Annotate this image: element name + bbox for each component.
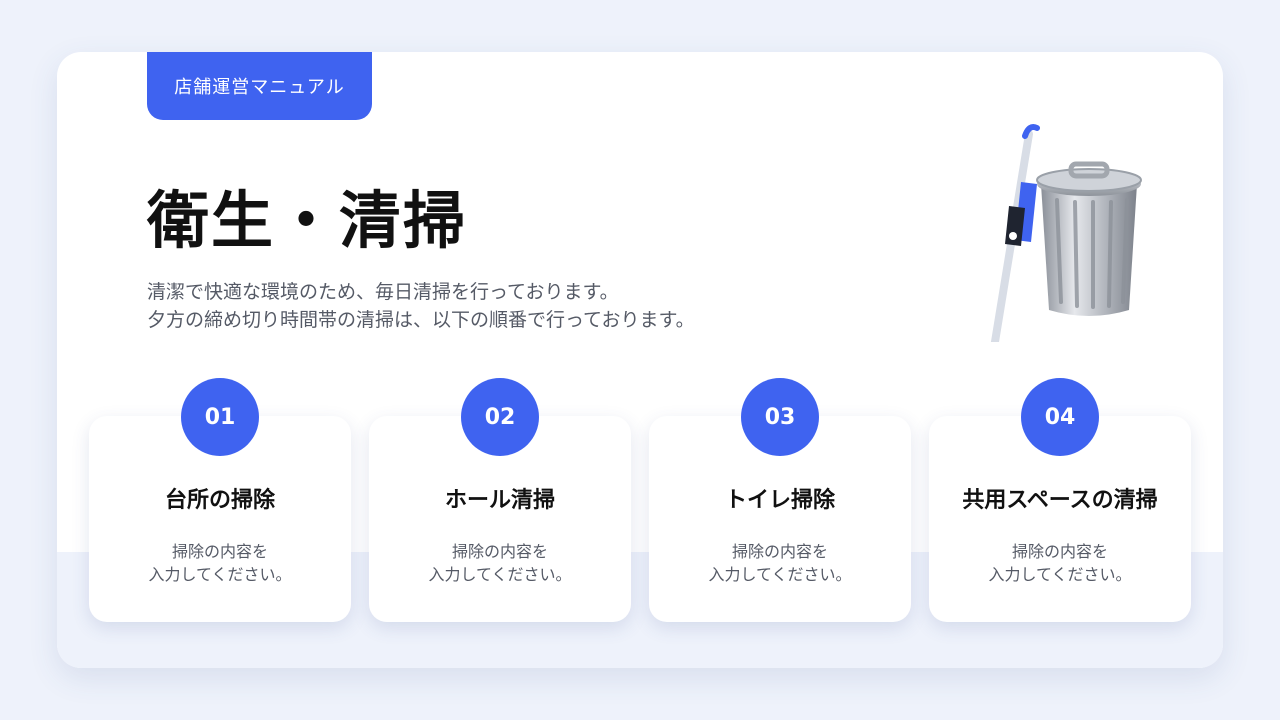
step-card-3: 03 トイレ掃除 掃除の内容を 入力してください。 (649, 378, 911, 622)
step-body-line-1: 掃除の内容を (451, 542, 548, 561)
step-title: トイレ掃除 (724, 488, 835, 513)
step-body: 掃除の内容を 入力してください。 (649, 540, 911, 586)
step-body-line-2: 入力してください。 (988, 565, 1132, 584)
step-body-line-1: 掃除の内容を (1011, 542, 1108, 561)
step-body-line-2: 入力してください。 (428, 565, 572, 584)
step-title: 台所の掃除 (164, 488, 275, 513)
step-body-line-1: 掃除の内容を (171, 542, 268, 561)
step-number-badge: 03 (741, 378, 819, 456)
step-number-badge: 04 (1021, 378, 1099, 456)
step-card-4: 04 共用スペースの清掃 掃除の内容を 入力してください。 (929, 378, 1191, 622)
step-number-badge: 01 (181, 378, 259, 456)
step-title: 共用スペースの清掃 (962, 488, 1158, 513)
step-body-line-2: 入力してください。 (148, 565, 292, 584)
step-body: 掃除の内容を 入力してください。 (369, 540, 631, 586)
step-body: 掃除の内容を 入力してください。 (89, 540, 351, 586)
manual-tag-label: 店舗運営マニュアル (174, 77, 345, 98)
slide-card: 店舗運営マニュアル 衛生・清掃 清潔で快適な環境のため、毎日清掃を行っております… (57, 52, 1223, 668)
step-body-line-1: 掃除の内容を (731, 542, 828, 561)
mop-and-trash-can-icon (933, 122, 1153, 400)
step-number-badge: 02 (461, 378, 539, 456)
description-line-2: 夕方の締め切り時間帯の清掃は、以下の順番で行っております。 (147, 309, 695, 331)
page-title: 衛生・清掃 (147, 184, 468, 257)
manual-tag: 店舗運営マニュアル (147, 52, 372, 120)
step-body: 掃除の内容を 入力してください。 (929, 540, 1191, 586)
step-title: ホール清掃 (444, 488, 555, 513)
step-body-line-2: 入力してください。 (708, 565, 852, 584)
description-line-1: 清潔で快適な環境のため、毎日清掃を行っております。 (147, 281, 619, 303)
page-description: 清潔で快適な環境のため、毎日清掃を行っております。 夕方の締め切り時間帯の清掃は… (147, 278, 695, 334)
step-card-2: 02 ホール清掃 掃除の内容を 入力してください。 (369, 378, 631, 622)
step-card-1: 01 台所の掃除 掃除の内容を 入力してください。 (89, 378, 351, 622)
